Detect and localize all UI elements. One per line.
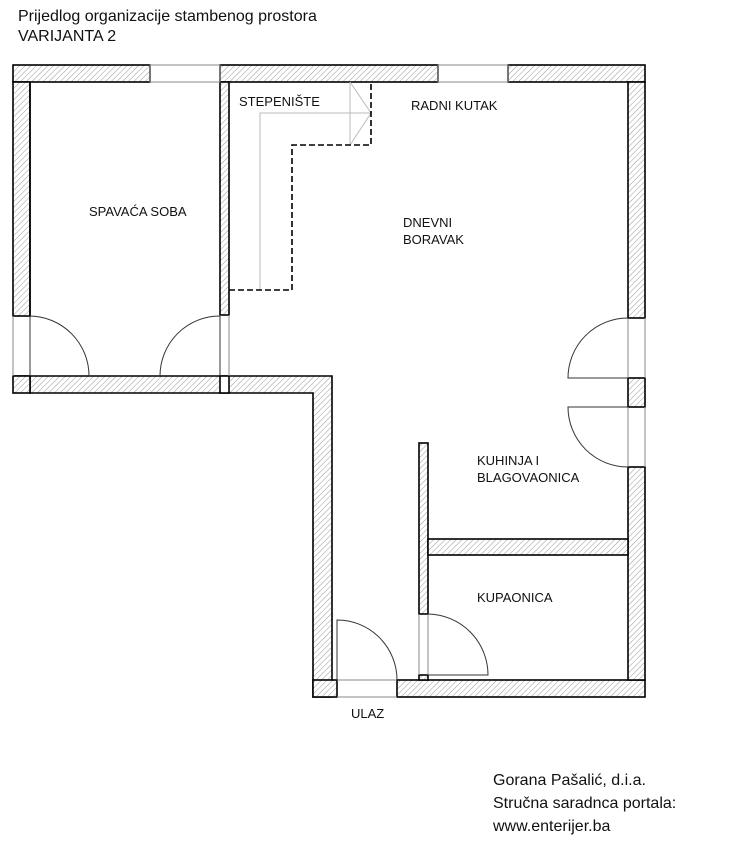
credit-role: Stručna saradnca portala: xyxy=(493,795,677,812)
wall-top-middle xyxy=(219,64,439,83)
stairs-outline xyxy=(229,82,372,291)
wall-bedroom-partition xyxy=(219,81,230,316)
window-bedroom xyxy=(149,64,221,83)
wall-bathroom-top xyxy=(427,538,629,556)
wall-top-right xyxy=(507,64,646,83)
page-subtitle: VARIJANTA 2 xyxy=(18,28,117,45)
label-stairs: STEPENIŠTE xyxy=(239,94,320,109)
window-work-corner xyxy=(437,64,509,83)
door-balcony-2 xyxy=(567,406,629,468)
wall-left xyxy=(12,81,31,317)
stairs-symbol xyxy=(259,81,372,290)
label-bedroom: SPAVAĆA SOBA xyxy=(89,204,187,219)
page-title: Prijedlog organizacije stambenog prostor… xyxy=(18,8,317,25)
wall-bottom xyxy=(396,679,646,698)
label-kitchen-2: BLAGOVAONICA xyxy=(477,470,580,485)
wall-right-bottom xyxy=(627,466,646,681)
wall-kitchen-partition xyxy=(418,442,429,615)
label-entrance: ULAZ xyxy=(351,706,385,721)
door-bedroom-right xyxy=(159,315,221,377)
door-bathroom xyxy=(427,613,489,676)
label-living-1: DNEVNI xyxy=(403,215,453,230)
wall-right-top xyxy=(627,81,646,319)
label-work-corner: RADNI KUTAK xyxy=(411,98,498,113)
wall-bedroom-bottom xyxy=(13,375,333,698)
label-bathroom: KUPAONICA xyxy=(477,590,553,605)
credit-author: Gorana Pašalić, d.i.a. xyxy=(493,772,646,789)
wall-entrance-pier xyxy=(312,679,338,698)
credit-site: www.enterijer.ba xyxy=(493,818,611,835)
door-bedroom-left xyxy=(29,315,90,377)
door-balcony-1 xyxy=(567,317,629,379)
door-entrance xyxy=(336,619,398,681)
label-living-2: BORAVAK xyxy=(403,232,464,247)
wall-top-left xyxy=(12,64,151,83)
label-kitchen-1: KUHINJA I xyxy=(477,453,540,468)
wall-right-pier xyxy=(627,377,646,408)
